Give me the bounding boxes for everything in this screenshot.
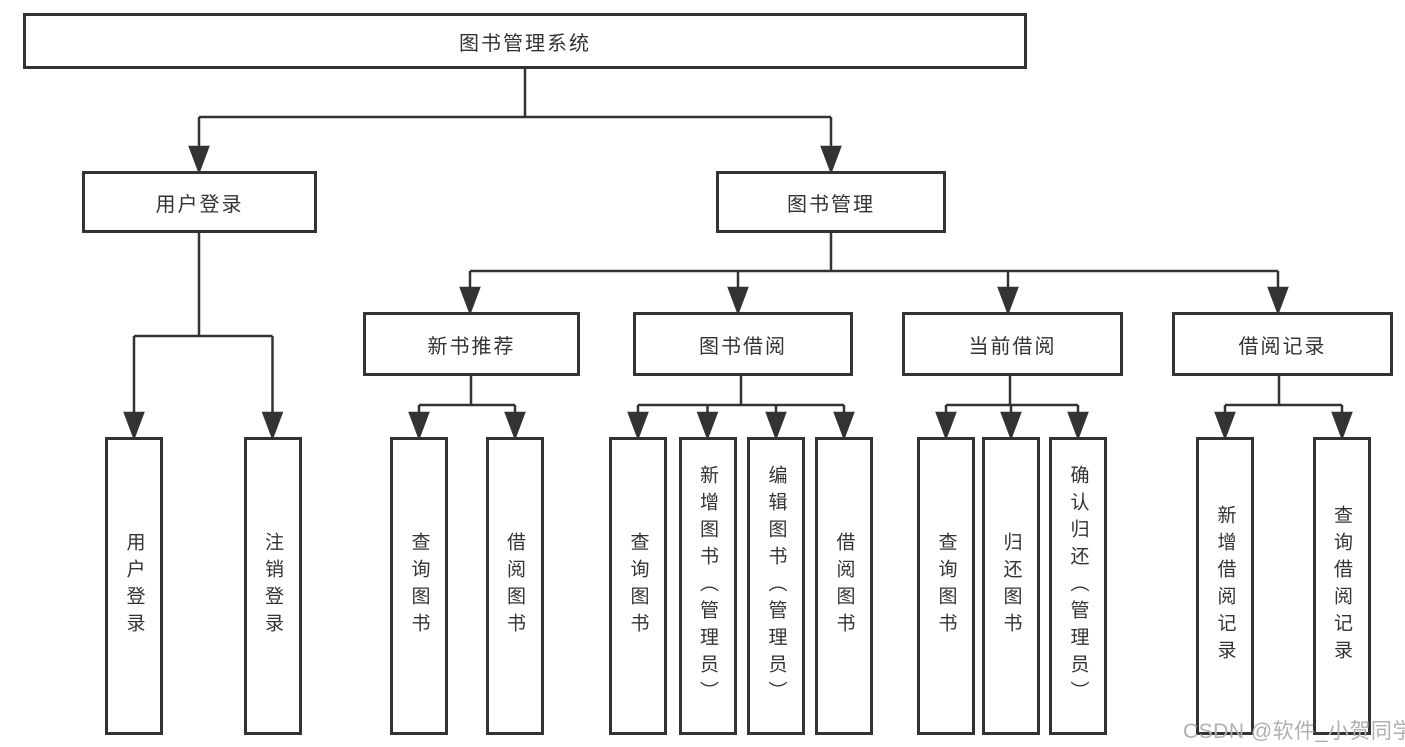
node-user-login: 用户登录: [82, 171, 317, 233]
node-borrow-records-label: 借阅记录: [1238, 335, 1327, 358]
leaf-return-books-label: 归还图书: [1000, 532, 1022, 640]
csdn-watermark: CSDN @软件_小贺同学: [1183, 720, 1405, 743]
leaf-query-books-recommend-label: 查询图书: [408, 532, 430, 640]
leaf-add-borrow-record: 新增借阅记录: [1196, 437, 1254, 735]
leaf-borrow-books: 借阅图书: [815, 437, 873, 735]
leaf-logout: 注销登录: [243, 437, 302, 735]
node-root: 图书管理系统: [23, 13, 1027, 69]
leaf-confirm-return-admin: 确认归还（管理员）: [1049, 437, 1107, 735]
node-current-borrow: 当前借阅: [902, 312, 1123, 376]
leaf-edit-book-admin: 编辑图书（管理员）: [747, 437, 805, 735]
node-book-management-label: 图书管理: [787, 193, 875, 216]
node-current-borrow-label: 当前借阅: [968, 335, 1057, 358]
node-user-login-label: 用户登录: [155, 193, 244, 216]
leaf-borrow-books-recommend-label: 借阅图书: [504, 532, 525, 640]
leaf-query-books-current-label: 查询图书: [935, 532, 957, 640]
leaf-user-login-label: 用户登录: [123, 532, 145, 640]
leaf-confirm-return-admin-label: 确认归还（管理员）: [1067, 464, 1089, 708]
node-book-borrow: 图书借阅: [633, 312, 853, 376]
connector-lines: [123, 69, 1353, 441]
leaf-borrow-books-label: 借阅图书: [833, 532, 855, 640]
leaf-query-books-borrow-label: 查询图书: [627, 532, 649, 640]
leaf-query-borrow-record: 查询借阅记录: [1312, 437, 1371, 735]
leaf-query-borrow-record-label: 查询借阅记录: [1331, 505, 1352, 667]
leaf-user-login: 用户登录: [105, 437, 163, 735]
leaf-borrow-books-recommend: 借阅图书: [485, 437, 544, 735]
node-root-label: 图书管理系统: [459, 32, 591, 55]
leaf-query-books-borrow: 查询图书: [609, 437, 667, 735]
leaf-add-book-admin-label: 新增图书（管理员）: [697, 464, 718, 708]
node-new-book-recommend-label: 新书推荐: [427, 335, 516, 358]
node-new-book-recommend: 新书推荐: [363, 312, 580, 376]
node-borrow-records: 借阅记录: [1172, 312, 1393, 376]
leaf-query-books-current: 查询图书: [917, 437, 975, 735]
node-book-management: 图书管理: [716, 171, 946, 233]
leaf-return-books: 归还图书: [982, 437, 1040, 735]
leaf-add-borrow-record-label: 新增借阅记录: [1214, 505, 1236, 667]
leaf-edit-book-admin-label: 编辑图书（管理员）: [765, 464, 787, 708]
leaf-add-book-admin: 新增图书（管理员）: [678, 437, 737, 735]
node-book-borrow-label: 图书借阅: [699, 335, 787, 358]
leaf-query-books-recommend: 查询图书: [390, 437, 448, 735]
leaf-logout-label: 注销登录: [262, 532, 283, 640]
